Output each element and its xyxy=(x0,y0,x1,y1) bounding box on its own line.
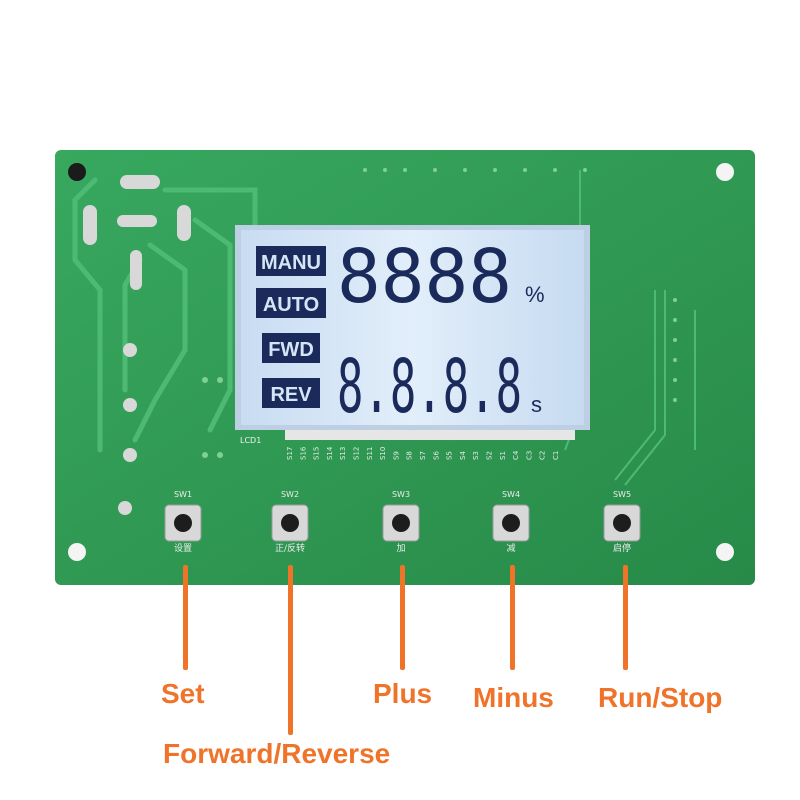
lcd-fwd-box xyxy=(262,333,320,363)
lcd-label-fwd: FWD xyxy=(268,339,314,361)
lcd-pin-label: S13 xyxy=(339,447,347,460)
mounting-hole xyxy=(716,543,734,561)
mounting-hole xyxy=(68,543,86,561)
pcb-board: MANU AUTO FWD REV 8888 % 8.8.8.8 s LCD1 … xyxy=(55,150,755,585)
switch-ref-label: SW2 xyxy=(281,490,299,499)
lcd-bottom-unit: s xyxy=(531,392,542,417)
lcd-label-auto: AUTO xyxy=(263,294,319,316)
switch-ref-label: SW5 xyxy=(613,490,631,499)
lcd-pin-label: S17 xyxy=(286,447,294,460)
minus-label: Minus xyxy=(473,682,554,713)
switch-silk-label: 正/反转 xyxy=(275,542,305,554)
run-stop-label: Run/Stop xyxy=(598,682,723,713)
run-stop-callout-line xyxy=(623,565,628,670)
pcb-vias xyxy=(202,168,677,458)
lcd-top-unit: % xyxy=(525,282,545,307)
lcd-pin-label: S8 xyxy=(406,451,414,460)
forward-reverse-callout-line xyxy=(288,565,293,735)
lcd-pin-label: C2 xyxy=(539,451,547,460)
tactile-switch-sw1[interactable]: SW1 设置 xyxy=(164,490,202,554)
lcd-pin-label: S15 xyxy=(313,447,321,460)
forward-reverse-label: Forward/Reverse xyxy=(163,738,391,769)
switch-row: SW1 设置 SW2 正/反转 SW3 加 SW4 减 SW5 启停 xyxy=(164,490,641,554)
set-label: Set xyxy=(161,678,205,709)
lcd-pin-label: S6 xyxy=(432,451,440,460)
switch-silk-label: 加 xyxy=(396,543,405,554)
lcd-pin-label: S1 xyxy=(499,451,507,460)
switch-button[interactable] xyxy=(281,514,299,532)
tactile-switch-sw4[interactable]: SW4 减 xyxy=(492,490,530,554)
lcd-pin-label: S7 xyxy=(419,451,427,460)
lcd-top-digits: 8888 xyxy=(337,234,512,320)
lcd-pin-label: S4 xyxy=(459,451,467,460)
lcd-ref-label: LCD1 xyxy=(240,436,261,445)
plus-label: Plus xyxy=(373,678,433,709)
lcd-pin-label: S12 xyxy=(353,447,361,460)
switch-button[interactable] xyxy=(174,514,192,532)
lcd-pin-labels: S17 S16 S15 S14 S13 S12 S11 S10 S9 S8 S7 S6 S5 S4 S3 S2… xyxy=(286,446,560,460)
switch-silk-label: 设置 xyxy=(174,543,192,554)
lcd-display: MANU AUTO FWD REV 8888 % 8.8.8.8 s xyxy=(235,225,590,430)
set-callout-line xyxy=(183,565,188,670)
lcd-pin-label: C1 xyxy=(552,451,560,460)
switch-ref-label: SW3 xyxy=(392,490,410,499)
switch-silk-label: 启停 xyxy=(613,542,631,554)
mounting-hole xyxy=(68,163,86,181)
lcd-pin-label: S14 xyxy=(326,446,334,460)
tactile-switch-sw3[interactable]: SW3 加 xyxy=(382,490,420,554)
switch-button[interactable] xyxy=(502,514,520,532)
plus-callout-line xyxy=(400,565,405,670)
lcd-bottom-digits: 8.8.8.8 xyxy=(337,344,522,430)
lcd-pin-label: S16 xyxy=(299,446,307,460)
tactile-switch-sw5[interactable]: SW5 启停 xyxy=(603,490,641,554)
minus-callout-line xyxy=(510,565,515,670)
mounting-hole xyxy=(716,163,734,181)
lcd-manu-box xyxy=(256,246,326,276)
switch-silk-label: 减 xyxy=(506,542,515,554)
switch-ref-label: SW4 xyxy=(502,490,520,499)
lcd-pin-label: S9 xyxy=(392,451,400,460)
switch-ref-label: SW1 xyxy=(174,490,192,499)
lcd-label-rev: REV xyxy=(270,384,312,406)
lcd-pin-label: S2 xyxy=(486,451,494,460)
lcd-pin-header xyxy=(285,430,575,440)
lcd-pin-label: S3 xyxy=(472,451,480,460)
pcb-pads xyxy=(83,175,191,515)
tactile-switch-sw2[interactable]: SW2 正/反转 xyxy=(271,490,309,554)
lcd-pin-label: S10 xyxy=(379,447,387,460)
lcd-auto-box xyxy=(256,288,326,318)
lcd-pin-label: C3 xyxy=(525,451,533,460)
lcd-rev-box xyxy=(262,378,320,408)
switch-button[interactable] xyxy=(392,514,410,532)
lcd-pin-label: S11 xyxy=(366,447,374,460)
lcd-label-manu: MANU xyxy=(261,252,321,274)
lcd-pin-label: C4 xyxy=(512,450,520,460)
switch-button[interactable] xyxy=(613,514,631,532)
lcd-pin-label: S5 xyxy=(446,451,454,460)
